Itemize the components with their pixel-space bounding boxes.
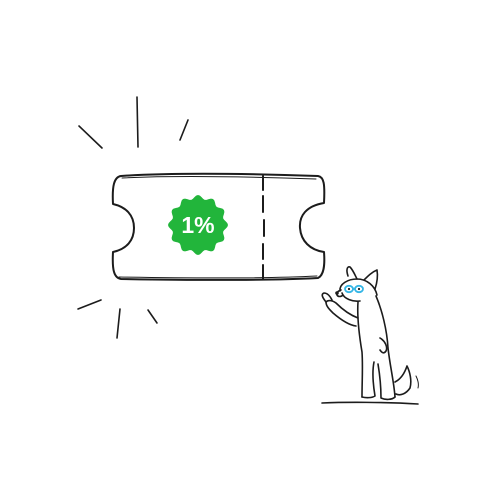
discount-badge-label: 1%	[181, 212, 214, 238]
coupon-ticket-icon	[111, 172, 326, 281]
dog-glasses-icon	[344, 284, 364, 294]
discount-badge-icon	[168, 195, 228, 255]
dog-character-icon	[321, 266, 419, 405]
sparkle-lines-icon	[77, 96, 189, 339]
